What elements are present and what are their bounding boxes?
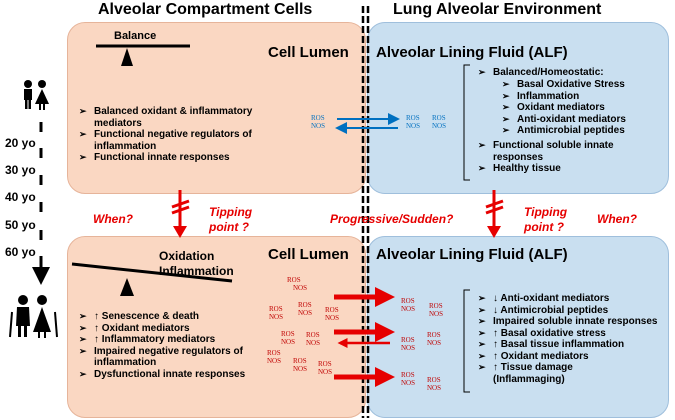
list-item: Dysfunctional innate responses (79, 369, 279, 381)
ros-nos-label-left: ROS NOS (311, 114, 326, 130)
list-item: Basal Oxidative Stress (502, 79, 662, 91)
age-label: 60 yo (5, 245, 36, 259)
balance-label: Balance (114, 30, 157, 42)
age-label: 20 yo (5, 136, 36, 150)
blue-exchange-arrows (335, 113, 400, 134)
age-label: 50 yo (5, 218, 36, 232)
list-item: ↑ Tissue damage (Inflammaging) (478, 362, 605, 385)
list-item: Anti-oxidant mediators (502, 114, 662, 126)
tipping-point-right: Tipping point ? (524, 205, 568, 234)
right-header: Lung Alveolar Environment (393, 1, 602, 18)
when-right: When? (597, 212, 637, 226)
left-header: Alveolar Compartment Cells (98, 1, 313, 18)
list-item: ↑ Basal oxidative stress (478, 328, 666, 340)
list-item: ↓ Anti-oxidant mediators (478, 293, 666, 305)
list-item: Antimicrobial peptides (502, 125, 662, 137)
top-alf-title: Alveolar Lining Fluid (ALF) (376, 44, 568, 61)
top-alf-list-2: Functional soluble innate responses Heal… (478, 140, 628, 175)
tilted-scale-icon (71, 262, 233, 296)
list-item: ↑ Inflammatory mediators (79, 334, 279, 346)
list-item: Oxidant mediators (502, 102, 662, 114)
list-item: Impaired soluble innate responses (478, 316, 666, 328)
when-left: When? (93, 212, 133, 226)
list-item: Functional soluble innate responses (478, 140, 628, 163)
red-flux-arrows (334, 287, 395, 387)
inflammation-label: Inflammation (159, 264, 234, 278)
tipping-arrow-left (171, 190, 190, 238)
list-item: Inflammation (502, 91, 662, 103)
age-label: 30 yo (5, 163, 36, 177)
balance-scale-icon (96, 44, 190, 66)
list-item: Healthy tissue (478, 163, 628, 175)
bottom-cell-list: ↑ Senescence & death ↑ Oxidant mediators… (79, 311, 279, 380)
top-alf-sublist: Basal Oxidative Stress Inflammation Oxid… (502, 79, 662, 137)
list-item: Impaired negative regulators of inflamma… (79, 346, 279, 369)
bottom-alf-title: Alveolar Lining Fluid (ALF) (376, 246, 568, 263)
list-item: ↓ Antimicrobial peptides (478, 305, 666, 317)
top-cell-lumen-title: Cell Lumen (268, 44, 349, 61)
progressive-sudden-label: Progressive/Sudden? (330, 212, 454, 226)
ros-nos-label-right-1: ROS NOS (406, 114, 421, 130)
top-cell-list: Balanced oxidant & inflammatory mediator… (79, 106, 287, 164)
alf-brackets (463, 64, 470, 393)
young-couple-icon (24, 80, 49, 110)
ros-nos-label-right-2: ROS NOS (432, 114, 447, 130)
list-item: ↑ Oxidant mediators (478, 351, 666, 363)
list-item: ↑ Oxidant mediators (79, 323, 279, 335)
oxidation-label: Oxidation (159, 249, 215, 263)
list-item: Functional innate responses (79, 152, 287, 164)
elderly-couple-icon (9, 295, 58, 338)
membrane-divider (361, 6, 370, 418)
list-item: Balanced/Homeostatic: (478, 67, 663, 79)
list-item: Functional negative regulators of inflam… (79, 129, 287, 152)
tipping-point-left: Tipping point ? (209, 205, 253, 234)
top-alf-list: Balanced/Homeostatic: (478, 67, 663, 79)
list-item: ↑ Basal tissue inflammation (478, 339, 666, 351)
bottom-alf-list: ↓ Anti-oxidant mediators ↓ Antimicrobial… (478, 293, 666, 385)
bottom-cell-lumen-title: Cell Lumen (268, 246, 349, 263)
list-item: Balanced oxidant & inflammatory mediator… (79, 106, 287, 129)
list-item: ↑ Senescence & death (79, 311, 279, 323)
tipping-arrow-right (485, 190, 504, 238)
age-label: 40 yo (5, 190, 36, 204)
